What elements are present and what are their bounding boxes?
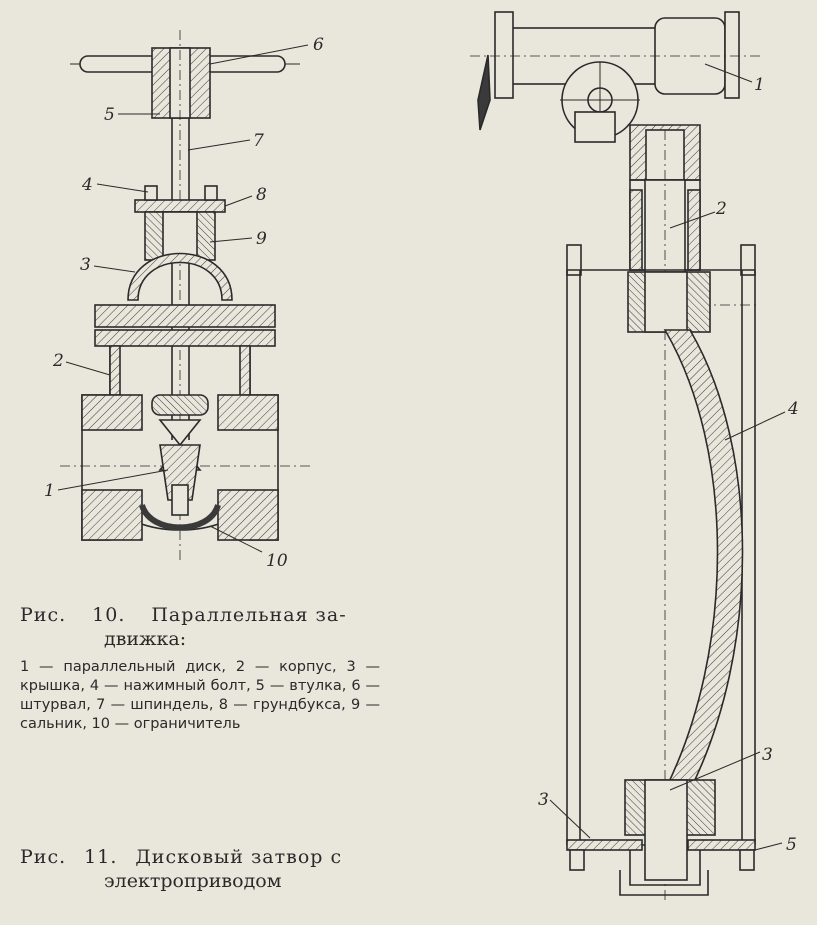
figure-11-leader-lines (549, 63, 786, 851)
figure-10-legend: 1 — параллельный диск, 2 — корпус, 3 — к… (20, 659, 380, 732)
caption-10-title-cont: движка: (104, 628, 187, 650)
callout-1: 1 (44, 481, 55, 501)
caption-10-prefix: Рис. (20, 604, 67, 626)
figure-11-caption: Рис. 11. Дисковый затвор с электроприводом (20, 846, 380, 892)
caption-11-prefix: Рис. (20, 846, 67, 868)
callout-10: 10 (266, 551, 288, 571)
caption-11-title: Дисковый затвор с (135, 846, 343, 868)
callout-3: 3 (80, 255, 91, 275)
callout-5: 5 (104, 105, 115, 125)
callout-4: 4 (81, 175, 93, 195)
disk-valve (470, 11, 760, 900)
caption-11-number: 11. (84, 846, 118, 868)
callout-2: 2 (52, 351, 64, 371)
callout-8: 8 (256, 185, 267, 205)
fig11-callout-4: 4 (787, 399, 799, 419)
fig11-callout-3-bottom: 3 (762, 745, 773, 765)
caption-11-title-cont: электроприводом (104, 870, 282, 892)
callout-6: 6 (313, 35, 324, 55)
caption-10-number: 10. (92, 604, 126, 626)
fig11-callout-3-top: 2 (715, 199, 727, 219)
figure-10-leader-lines (57, 44, 309, 553)
fig11-callout-5: 5 (786, 835, 797, 855)
figure-10-caption: Рис. 10. Параллельная за- движка: 1 — пара… (20, 604, 380, 734)
callout-7: 7 (253, 131, 264, 151)
callout-9: 9 (256, 229, 267, 249)
fig11-callout-1: 3 (538, 790, 549, 810)
caption-10-title: Параллельная за- (151, 604, 347, 626)
fig11-callout-2: 1 (754, 75, 765, 95)
gate-valve (60, 30, 310, 560)
